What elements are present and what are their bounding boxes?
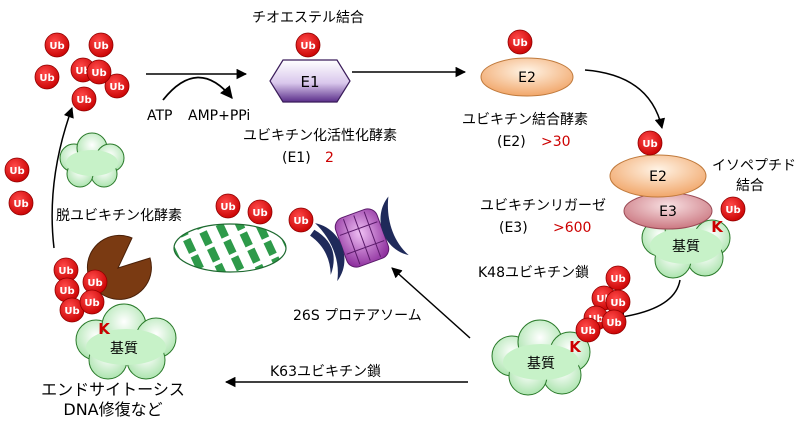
svg-text:Ub: Ub [13, 199, 28, 210]
ub-free-pool: Ub [71, 86, 97, 112]
substrate-label-right: 基質 [672, 238, 700, 255]
ub-k63-chain: Ub [79, 289, 105, 315]
e2-top-box-label: E2 [518, 70, 536, 86]
svg-text:Ub: Ub [59, 286, 74, 297]
svg-text:Ub: Ub [39, 73, 54, 84]
ub-recycled: Ub [8, 190, 34, 216]
ub-on-degraded: Ub [215, 193, 241, 219]
svg-text:Ub: Ub [75, 66, 90, 77]
svg-text:Ub: Ub [64, 306, 79, 317]
svg-text:Ub: Ub [610, 274, 625, 285]
atp-label: ATP [147, 108, 173, 124]
k48-chain-label: K48ユビキチン鎖 [478, 265, 589, 281]
ub-k63-chain: Ub [59, 297, 85, 323]
arrow-e2-to-e3 [584, 69, 666, 130]
ub-k48-chain: Ub [575, 317, 601, 343]
outcome-label-line1: エンドサイトーシス [41, 380, 185, 399]
ub-k48-chain: Ub [605, 265, 631, 291]
proteasome-26s [310, 196, 409, 282]
e1-count-label: 2 [325, 150, 334, 166]
svg-text:Ub: Ub [76, 95, 91, 106]
ub-on-e2-bound: Ub [637, 130, 663, 156]
e2-bound-box-label: E2 [649, 169, 667, 185]
ub-on-degraded: Ub [288, 207, 314, 233]
substrate-label-k48: 基質 [527, 355, 555, 372]
k63-chain-label: K63ユビキチン鎖 [270, 364, 381, 380]
e3-name-label: ユビキチンリガーゼ [480, 198, 606, 214]
ub-free-pool: Ub [88, 32, 114, 58]
e1-box-label: E1 [300, 73, 319, 91]
ub-free-pool: Ub [34, 64, 60, 90]
isopeptide-label-line2: 結合 [736, 178, 764, 194]
e3-count-label: >600 [553, 220, 592, 236]
ub-free-pool: Ub [104, 73, 130, 99]
svg-text:Ub: Ub [512, 38, 527, 49]
svg-text:Ub: Ub [293, 216, 308, 227]
ub-on-e2: Ub [507, 29, 533, 55]
svg-text:Ub: Ub [220, 202, 235, 213]
free-ubiquitin-cloud [59, 132, 125, 188]
svg-text:Ub: Ub [93, 41, 108, 52]
k-label-right: K [711, 218, 724, 236]
arrow-atp-curve [162, 76, 233, 101]
ub-k48-chain: Ub [605, 289, 631, 315]
substrate-cloud-k63 [75, 303, 177, 380]
e2-enzyme-bound [609, 154, 707, 198]
outcome-label-line2: DNA修復など [63, 400, 163, 419]
isopeptide-label-line1: イソペプチド [712, 158, 796, 174]
svg-text:Ub: Ub [252, 208, 267, 219]
arrow-k48-to-proteasome [391, 267, 471, 339]
svg-text:Ub: Ub [91, 68, 106, 79]
arrow-dub-recycle [51, 107, 74, 249]
ub-k48-chain: Ub [601, 309, 627, 335]
proteasome-label: 26S プロテアソーム [293, 308, 422, 324]
deubiquitinase-label: 脱ユビキチン化酵素 [56, 208, 182, 224]
e1-enzyme [269, 59, 351, 103]
svg-text:Ub: Ub [725, 205, 740, 216]
ub-on-substrate: Ub [720, 196, 746, 222]
svg-text:Ub: Ub [9, 166, 24, 177]
ub-free-pool: Ub [44, 32, 70, 58]
svg-text:Ub: Ub [642, 139, 657, 150]
e2-count-label: >30 [541, 134, 571, 150]
svg-text:Ub: Ub [596, 294, 611, 305]
amp-ppi-label: AMP+PPi [188, 108, 251, 124]
e2-enzyme-top [480, 57, 574, 97]
k-label-k48: K [569, 338, 582, 356]
svg-text:Ub: Ub [109, 82, 124, 93]
e1-name-label: ユビキチン化活性化酵素 [243, 128, 397, 144]
svg-text:Ub: Ub [87, 278, 102, 289]
arrow-e3-to-k48 [613, 279, 681, 322]
svg-text:Ub: Ub [300, 41, 315, 52]
substrate-cloud-k48 [491, 319, 591, 396]
svg-text:Ub: Ub [588, 314, 603, 325]
ub-on-degraded: Ub [247, 199, 273, 225]
svg-text:Ub: Ub [606, 318, 621, 329]
ub-on-e1: Ub [295, 32, 321, 58]
ub-recycled: Ub [4, 157, 30, 183]
e2-abbr-label: (E2) [497, 134, 526, 150]
svg-text:Ub: Ub [58, 266, 73, 277]
k-label-k63: K [98, 320, 111, 338]
svg-text:Ub: Ub [84, 298, 99, 309]
ub-k63-chain: Ub [82, 269, 108, 295]
e3-abbr-label: (E3) [499, 220, 528, 236]
svg-text:Ub: Ub [580, 326, 595, 337]
e3-box-label: E3 [659, 204, 677, 220]
thioester-bond-label: チオエステル結合 [252, 10, 364, 26]
svg-text:Ub: Ub [49, 41, 64, 52]
substrate-label-k63: 基質 [110, 340, 138, 357]
degraded-substrate [173, 223, 287, 273]
e1-abbr-label: (E1) [282, 150, 311, 166]
e2-name-label: ユビキチン結合酵素 [462, 112, 588, 128]
ub-free-pool: Ub [86, 59, 112, 85]
svg-text:Ub: Ub [610, 298, 625, 309]
